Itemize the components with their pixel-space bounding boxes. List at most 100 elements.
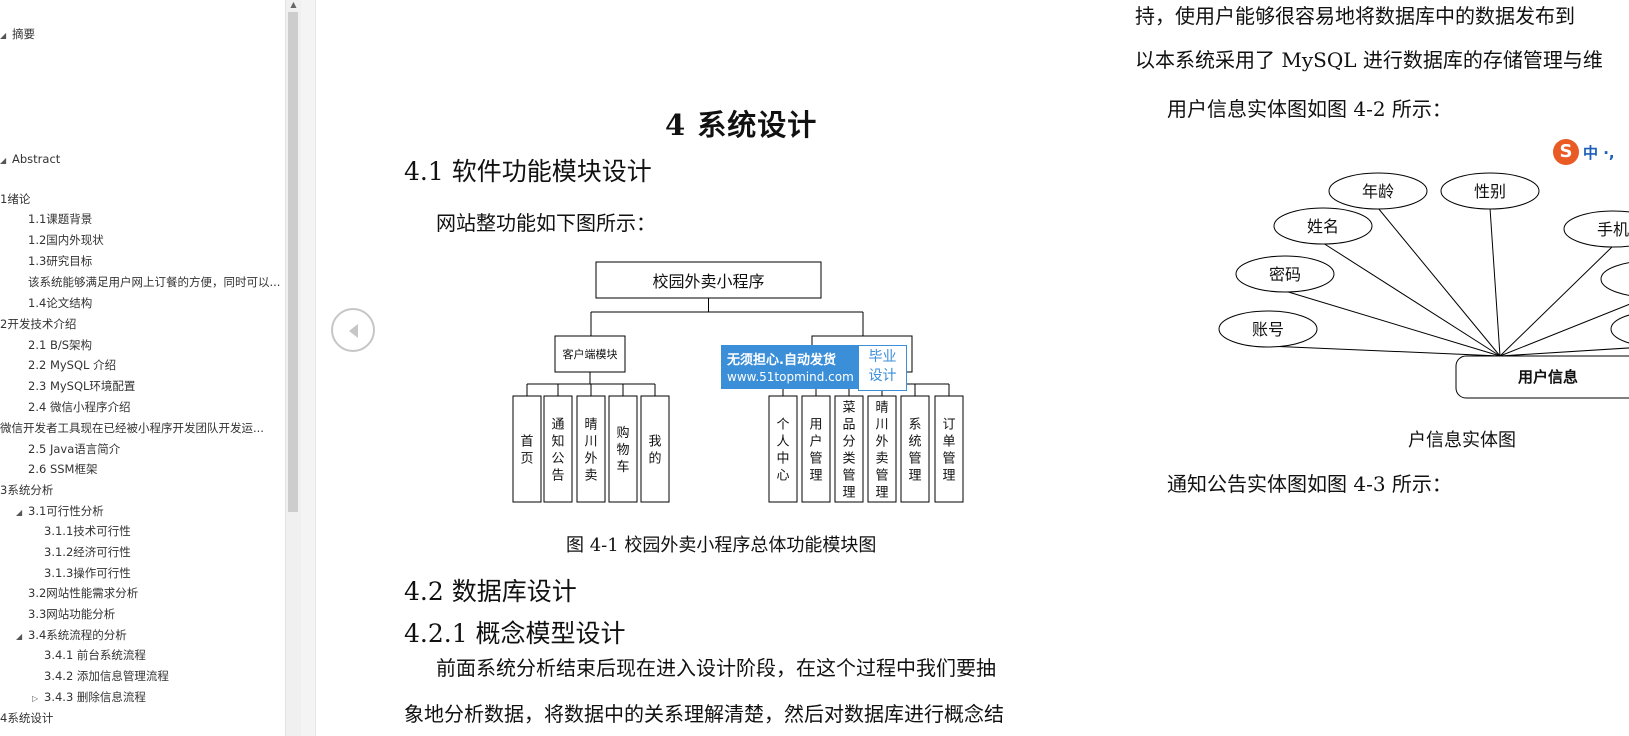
client-item-box — [576, 395, 606, 503]
user-entity-diagram: 年龄性别姓名手机密码照片账号余额 用户信息 — [1218, 172, 1629, 399]
watermark-left-panel: 无须担心.自动发货 www.51topmind.com — [721, 345, 858, 389]
attribute-ellipse — [1600, 262, 1629, 296]
nav-item-label: 微信开发者工具现在已经被小程序开发团队开发运... — [0, 421, 264, 435]
nav-item[interactable]: 1.4论文结构 — [0, 293, 287, 313]
nav-item-label: 1.4论文结构 — [28, 296, 93, 310]
paragraph-mysql-line1: 持，使用户能够很容易地将数据库中的数据发布到 — [1135, 4, 1575, 28]
nav-item-label: 3.4.1 前台系统流程 — [44, 648, 146, 662]
nav-item-label: 1.2国内外现状 — [28, 233, 104, 247]
section-heading-4-2-1: 4.2.1 概念模型设计 — [404, 619, 626, 648]
admin-item-label: 系统管理 — [908, 418, 921, 484]
attribute-ellipse — [1218, 310, 1318, 348]
nav-item-label: 3系统分析 — [0, 483, 54, 497]
nav-item[interactable]: 2.5 Java语言简介 — [0, 439, 287, 459]
expand-arrow-icon[interactable]: ◢ — [0, 31, 7, 40]
nav-item-label: 1.3研究目标 — [28, 254, 93, 268]
sogou-logo-icon: S — [1553, 139, 1579, 165]
attribute-label: 手机 — [1597, 220, 1629, 239]
nav-item[interactable]: ◢ 3.4系统流程的分析 — [0, 625, 287, 645]
entity-box — [1455, 355, 1629, 399]
expand-arrow-icon[interactable]: ▷ — [32, 694, 39, 703]
attribute-label: 密码 — [1269, 265, 1301, 284]
document-page-right: 持，使用户能够很容易地将数据库中的数据发布到 以本系统采用了 MySQL 进行数… — [1100, 0, 1629, 736]
nav-item[interactable]: 1.1课题背景 — [0, 209, 287, 229]
scroll-up-arrow-icon[interactable]: ▲ — [290, 0, 297, 9]
nav-item[interactable]: 3.4.1 前台系统流程 — [0, 645, 287, 665]
navigation-scrollbar[interactable]: ▲ — [285, 0, 301, 736]
attribute-label: 年龄 — [1362, 182, 1394, 201]
attribute-ellipse — [1440, 172, 1540, 210]
nav-item[interactable]: ▷ 3.4.3 删除信息流程 — [0, 687, 287, 707]
nav-item[interactable]: ◢ 3.1可行性分析 — [0, 501, 287, 521]
paragraph-notice-entity-ref: 通知公告实体图如图 4-3 所示： — [1167, 472, 1452, 496]
nav-item[interactable]: 3.1.3操作可行性 — [0, 563, 287, 583]
nav-item[interactable]: 3系统分析 — [0, 480, 282, 500]
scroll-thumb[interactable] — [288, 12, 298, 512]
attribute-ellipse — [1563, 210, 1629, 248]
nav-item[interactable]: ◢摘要 — [0, 24, 282, 44]
previous-page-button[interactable] — [331, 308, 375, 352]
nav-item-label: 3.4.2 添加信息管理流程 — [44, 669, 169, 683]
nav-item[interactable]: 1.3研究目标 — [0, 251, 287, 271]
watermark-tag-line2: 设计 — [868, 368, 897, 384]
figure-caption-4-2: 户信息实体图 — [1408, 430, 1516, 451]
nav-item[interactable]: 2.2 MySQL 介绍 — [0, 355, 287, 375]
admin-item-box — [934, 395, 964, 503]
section-heading-4-2: 4.2 数据库设计 — [404, 577, 577, 606]
nav-item-label: 2.1 B/S架构 — [28, 338, 93, 352]
nav-item-label: 3.1.1技术可行性 — [44, 524, 131, 538]
paragraph-design-line2: 象地分析数据，将数据中的关系理解清楚，然后对数据库进行概念结 — [404, 702, 1004, 726]
nav-item[interactable]: 3.1.2经济可行性 — [0, 542, 287, 562]
nav-item[interactable]: ◢ Abstract — [0, 149, 282, 169]
nav-item[interactable]: 3.2网站性能需求分析 — [0, 583, 287, 603]
nav-item-label: 1.1课题背景 — [28, 212, 93, 226]
watermark-slogan: 无须担心.自动发货 — [727, 353, 836, 368]
nav-item[interactable]: 微信开发者工具现在已经被小程序开发团队开发运... — [0, 418, 282, 438]
attribute-ellipse — [1328, 172, 1428, 210]
document-page-left — [315, 0, 1102, 736]
expand-arrow-icon[interactable]: ◢ — [0, 156, 7, 165]
nav-item[interactable]: 2.1 B/S架构 — [0, 335, 287, 355]
admin-item-label: 订单管理 — [942, 418, 955, 484]
attribute-connector — [1377, 207, 1501, 357]
nav-item[interactable]: 2开发技术介绍 — [0, 314, 282, 334]
client-item-label: 购物车 — [616, 425, 629, 475]
nav-item-label: 3.4.3 删除信息流程 — [44, 690, 146, 704]
expand-arrow-icon[interactable]: ◢ — [16, 508, 23, 517]
nav-item-label: 3.1可行性分析 — [28, 504, 104, 518]
nav-item-label: 2.2 MySQL 介绍 — [28, 358, 117, 372]
input-method-badge[interactable]: S 中 ·, — [1553, 137, 1629, 167]
nav-item[interactable]: 1绪论 — [0, 189, 282, 209]
figure-caption-4-1: 图 4-1 校园外卖小程序总体功能模块图 — [566, 535, 877, 556]
nav-item-label: 2开发技术介绍 — [0, 317, 77, 331]
nav-item[interactable]: 2.3 MySQL环境配置 — [0, 376, 287, 396]
input-method-status: 中 ·, — [1583, 144, 1615, 162]
nav-item[interactable]: 2.6 SSM框架 — [0, 459, 287, 479]
attribute-connector — [1499, 303, 1629, 357]
expand-arrow-icon[interactable]: ◢ — [16, 632, 23, 641]
nav-item[interactable]: 3.3网站功能分析 — [0, 604, 287, 624]
watermark-tag-line1: 毕业 — [868, 349, 897, 365]
entity-label: 用户信息 — [1518, 368, 1578, 386]
client-item-box — [640, 395, 670, 503]
watermark-tag: 毕业 设计 — [858, 345, 907, 391]
nav-item[interactable]: 1.2国内外现状 — [0, 230, 287, 250]
watermark-url: www.51topmind.com — [727, 370, 854, 384]
admin-item-label: 用户管理 — [809, 418, 822, 484]
admin-item-box — [834, 395, 864, 503]
nav-item[interactable]: 3.4.2 添加信息管理流程 — [0, 666, 287, 686]
nav-item-label: Abstract — [12, 152, 61, 166]
nav-item-label: 2.3 MySQL环境配置 — [28, 379, 136, 393]
chapter-title: 4 系统设计 — [665, 108, 818, 142]
nav-item-label: 该系统能够满足用户网上订餐的方便，同时可以... — [28, 275, 281, 289]
nav-item[interactable]: 4系统设计 — [0, 708, 282, 728]
admin-item-box — [801, 395, 831, 503]
nav-item[interactable]: 该系统能够满足用户网上订餐的方便，同时可以... — [0, 272, 287, 292]
paragraph-mysql-line2: 以本系统采用了 MySQL 进行数据库的存储管理与维 — [1135, 48, 1603, 72]
client-item-box — [608, 395, 638, 503]
nav-item[interactable]: 2.4 微信小程序介绍 — [0, 397, 287, 417]
client-item-label: 我的 — [648, 435, 661, 467]
nav-item-label: 3.4系统流程的分析 — [28, 628, 127, 642]
nav-item[interactable]: 3.1.1技术可行性 — [0, 521, 287, 541]
